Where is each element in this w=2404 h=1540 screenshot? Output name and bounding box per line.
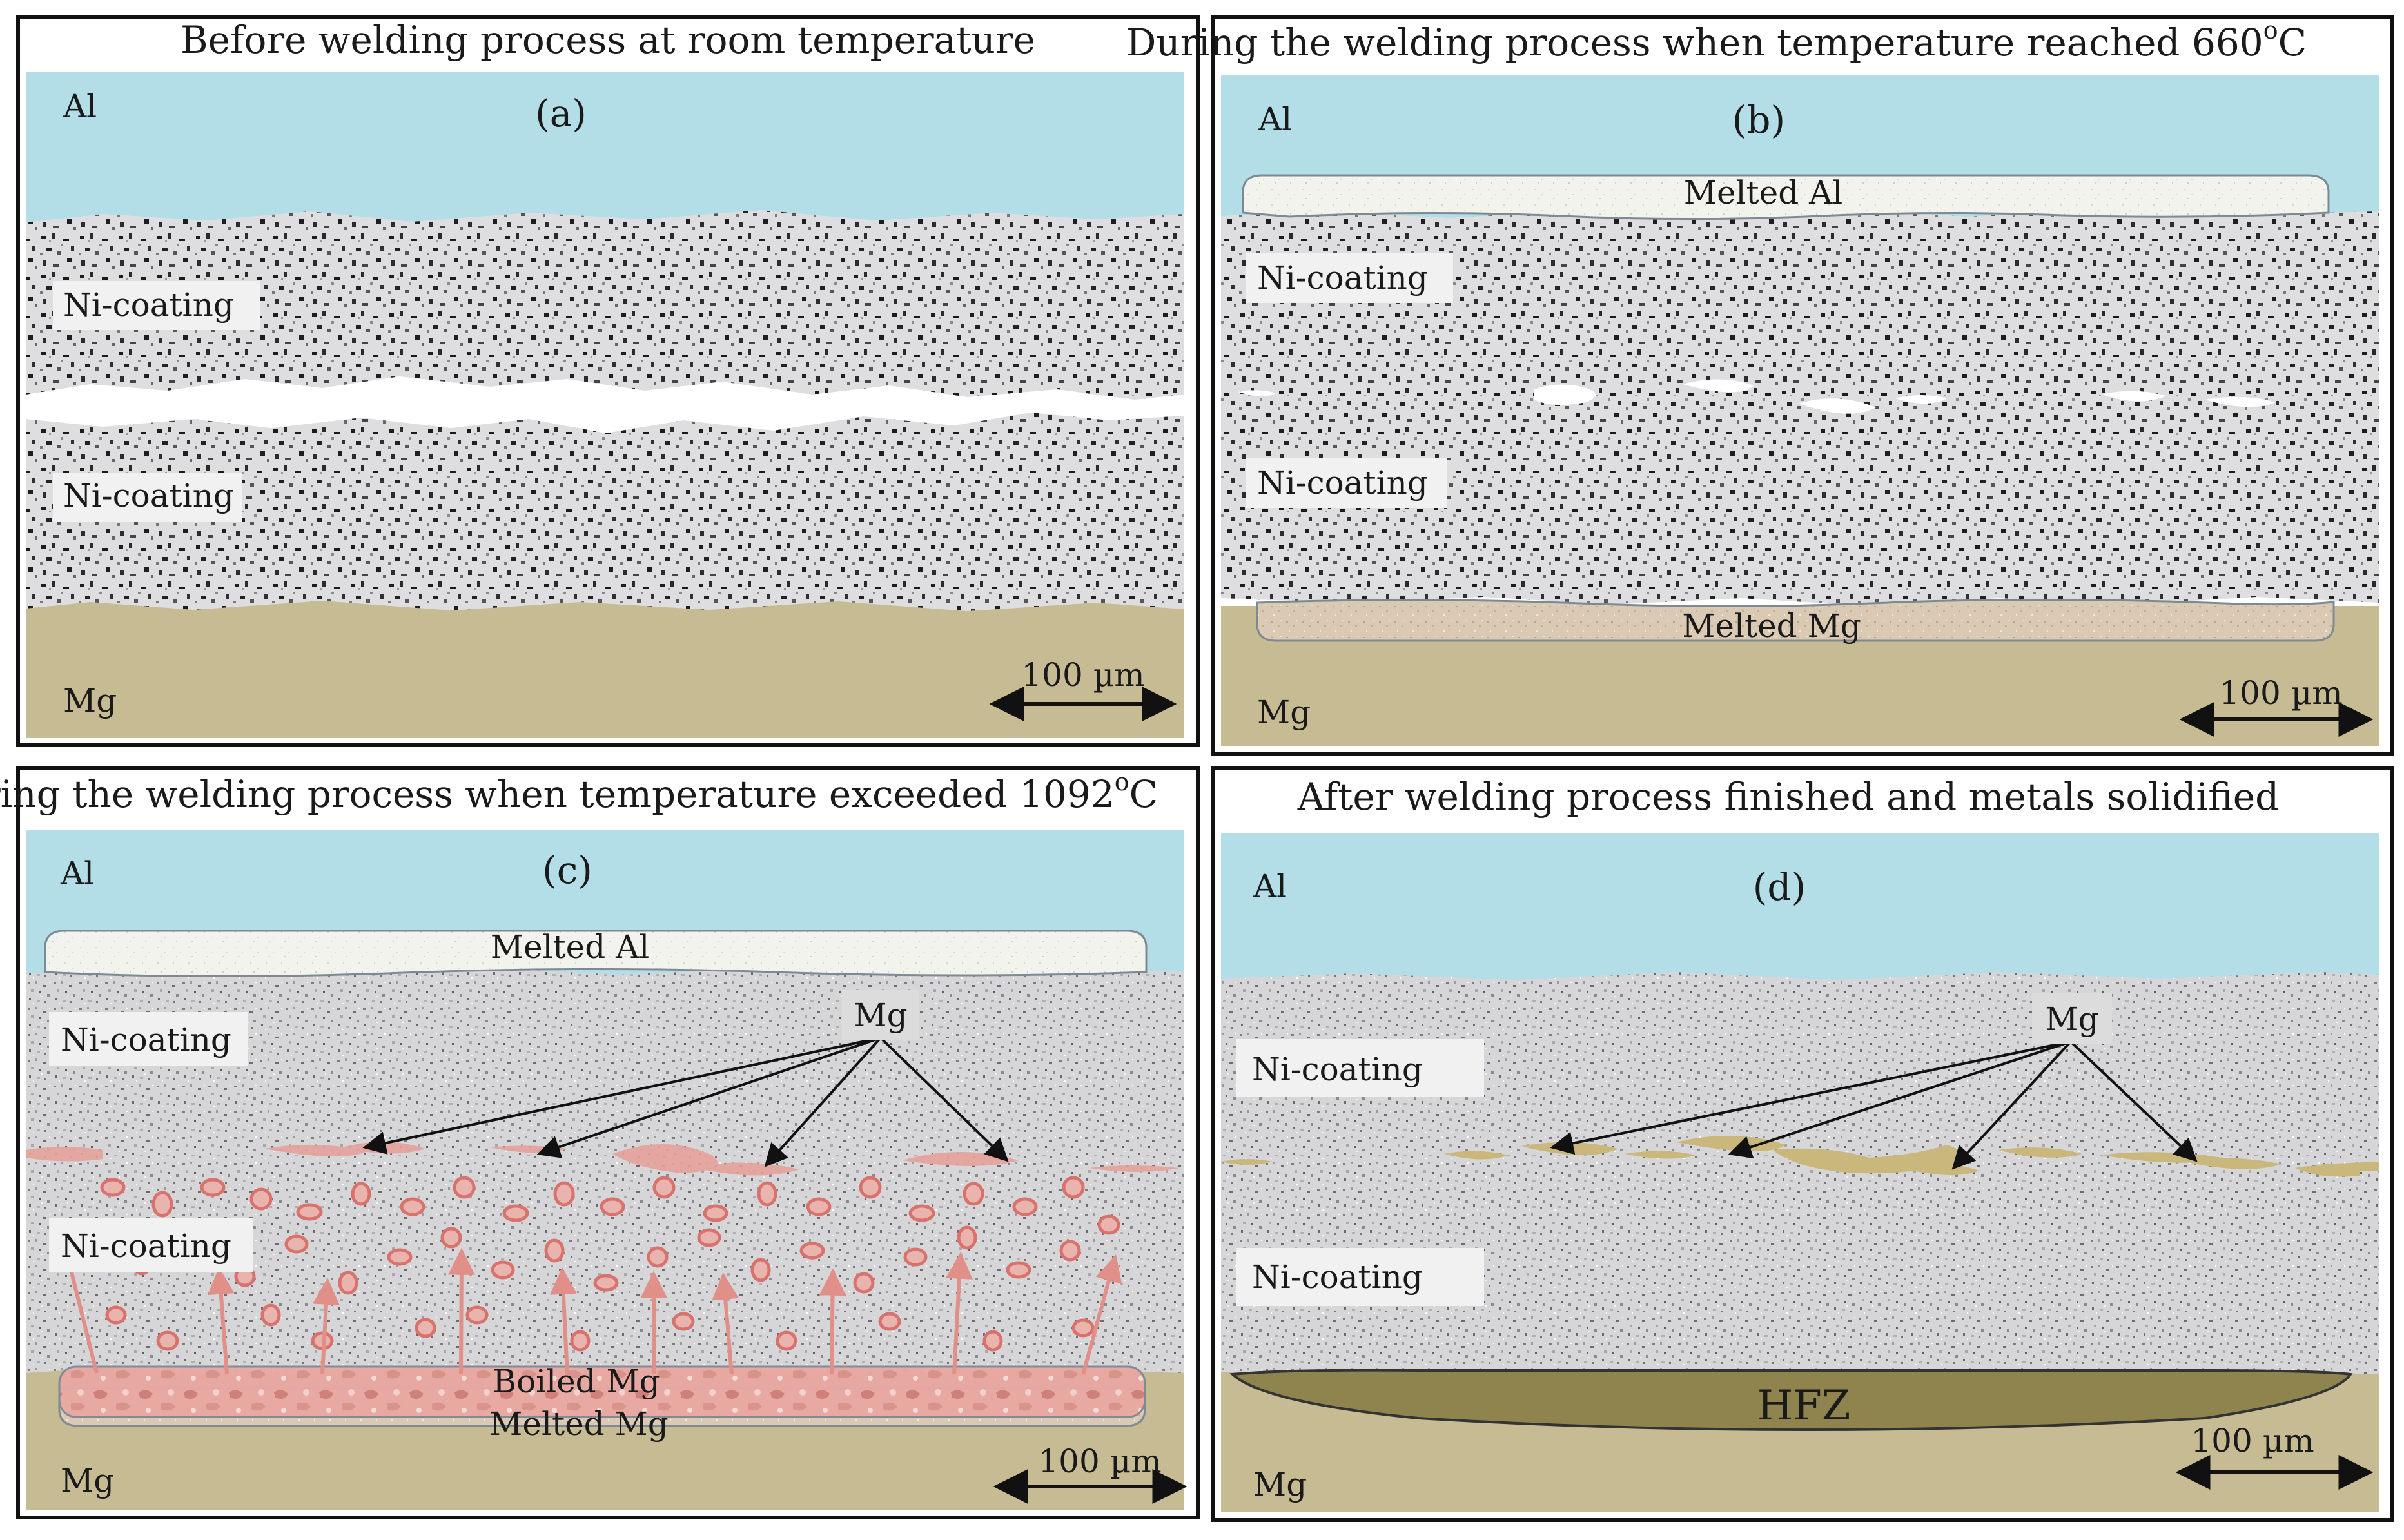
al-label: Al	[1253, 868, 1287, 905]
scale-bar-label: 100 µm	[2219, 674, 2342, 712]
panel-a-tag: (a)	[535, 92, 587, 135]
panel-a-title: Before welding process at room temperatu…	[181, 18, 1035, 62]
label-box	[1236, 1039, 1484, 1097]
degree-sup: o	[1115, 768, 1129, 796]
boiled-mg-zone	[58, 1365, 1146, 1418]
panel-b: During the welding process when temperat…	[1126, 16, 2379, 746]
panel-a-frame	[16, 15, 1200, 747]
mg-label: Mg	[1253, 1466, 1307, 1503]
ni-coating-lower-label: Ni-coating	[1252, 1258, 1423, 1296]
ni-coating-lower-label: Ni-coating	[61, 1227, 231, 1265]
interface-gap	[26, 376, 1184, 433]
label-box	[49, 1218, 253, 1272]
scale-bar-label: 100 µm	[2191, 1422, 2314, 1459]
panel-d-title: After welding process finished and metal…	[1297, 775, 2279, 819]
melted-al-label: Melted Al	[1684, 174, 1842, 211]
solidified-mg-inclusions	[1221, 1135, 2379, 1177]
melted-mg-zone	[1256, 598, 2335, 642]
ni-coating-layer	[1221, 209, 2379, 606]
degree-sup: o	[2263, 16, 2278, 44]
aluminum-layer	[26, 72, 1184, 226]
mg-label: Mg	[63, 682, 117, 719]
panel-a: Before welding process at room temperatu…	[26, 18, 1184, 738]
panel-c-frame	[16, 766, 1200, 1519]
boiled-mg-label: Boiled Mg	[493, 1363, 660, 1400]
panel-c: During the welding process when temperat…	[0, 768, 1187, 1510]
scale-bar-label: 100 µm	[1021, 656, 1144, 694]
mg-pointer-arrows	[362, 1037, 1009, 1167]
magnesium-layer	[26, 599, 1184, 738]
label-box	[1236, 1248, 1484, 1306]
melted-mg-label: Melted Mg	[489, 1405, 669, 1443]
melted-mg-label: Melted Mg	[1682, 607, 1861, 645]
hfz-label: HFZ	[1757, 1382, 1851, 1430]
panel-d-tag: (d)	[1753, 865, 1806, 909]
mg-pointer-arrows	[1550, 1040, 2198, 1170]
label-box	[53, 281, 260, 330]
svg-text:During the welding process whe: During the welding process when temperat…	[1126, 16, 2307, 64]
degree-unit: C	[1129, 772, 1158, 816]
ni-coating-upper-label: Ni-coating	[1252, 1051, 1423, 1088]
mg-pointer-label: Mg	[2045, 1000, 2098, 1038]
label-box	[2032, 993, 2112, 1044]
panel-b-title: During the welding process when temperat…	[1126, 21, 2263, 64]
ni-coating-upper-label: Ni-coating	[61, 1021, 231, 1058]
mg-label: Mg	[61, 1462, 114, 1499]
scale-bar-label: 100 µm	[1038, 1443, 1161, 1480]
ni-coating-layer	[1221, 972, 2379, 1377]
ni-coating-lower-label: Ni-coating	[63, 477, 234, 514]
degree-unit: C	[2278, 21, 2307, 64]
panel-d: After welding process finished and metal…	[1221, 775, 2379, 1512]
aluminum-layer	[1221, 833, 2379, 982]
label-box	[842, 990, 919, 1040]
label-box	[1246, 253, 1453, 303]
ni-coating-upper-label: Ni-coating	[1257, 259, 1428, 297]
panel-c-tag: (c)	[542, 848, 592, 892]
panel-b-tag: (b)	[1732, 98, 1785, 142]
panel-c-title: During the welding process when temperat…	[0, 772, 1115, 816]
melted-al-label: Melted Al	[491, 928, 649, 966]
al-label: Al	[63, 88, 97, 125]
hfz-region	[1229, 1369, 2353, 1431]
svg-text:During the welding process whe: During the welding process when temperat…	[0, 768, 1158, 816]
mg-label: Mg	[1257, 694, 1311, 731]
label-box	[53, 473, 242, 522]
melted-al-zone	[1242, 174, 2330, 220]
mg-pointer-label: Mg	[854, 997, 907, 1034]
vapor-arrows	[57, 1241, 1122, 1375]
ni-coating-layer	[26, 967, 1184, 1376]
panel-b-frame	[1211, 15, 2394, 756]
panel-d-frame	[1211, 766, 2394, 1522]
label-box	[49, 1012, 248, 1066]
ni-coating-lower-label: Ni-coating	[1257, 464, 1428, 502]
al-label: Al	[60, 855, 94, 892]
mg-inclusion-band	[26, 1142, 1180, 1176]
melted-al-zone	[44, 930, 1148, 978]
ni-coating-upper-label: Ni-coating	[63, 286, 234, 324]
label-box	[1246, 458, 1447, 508]
al-label: Al	[1258, 101, 1292, 138]
